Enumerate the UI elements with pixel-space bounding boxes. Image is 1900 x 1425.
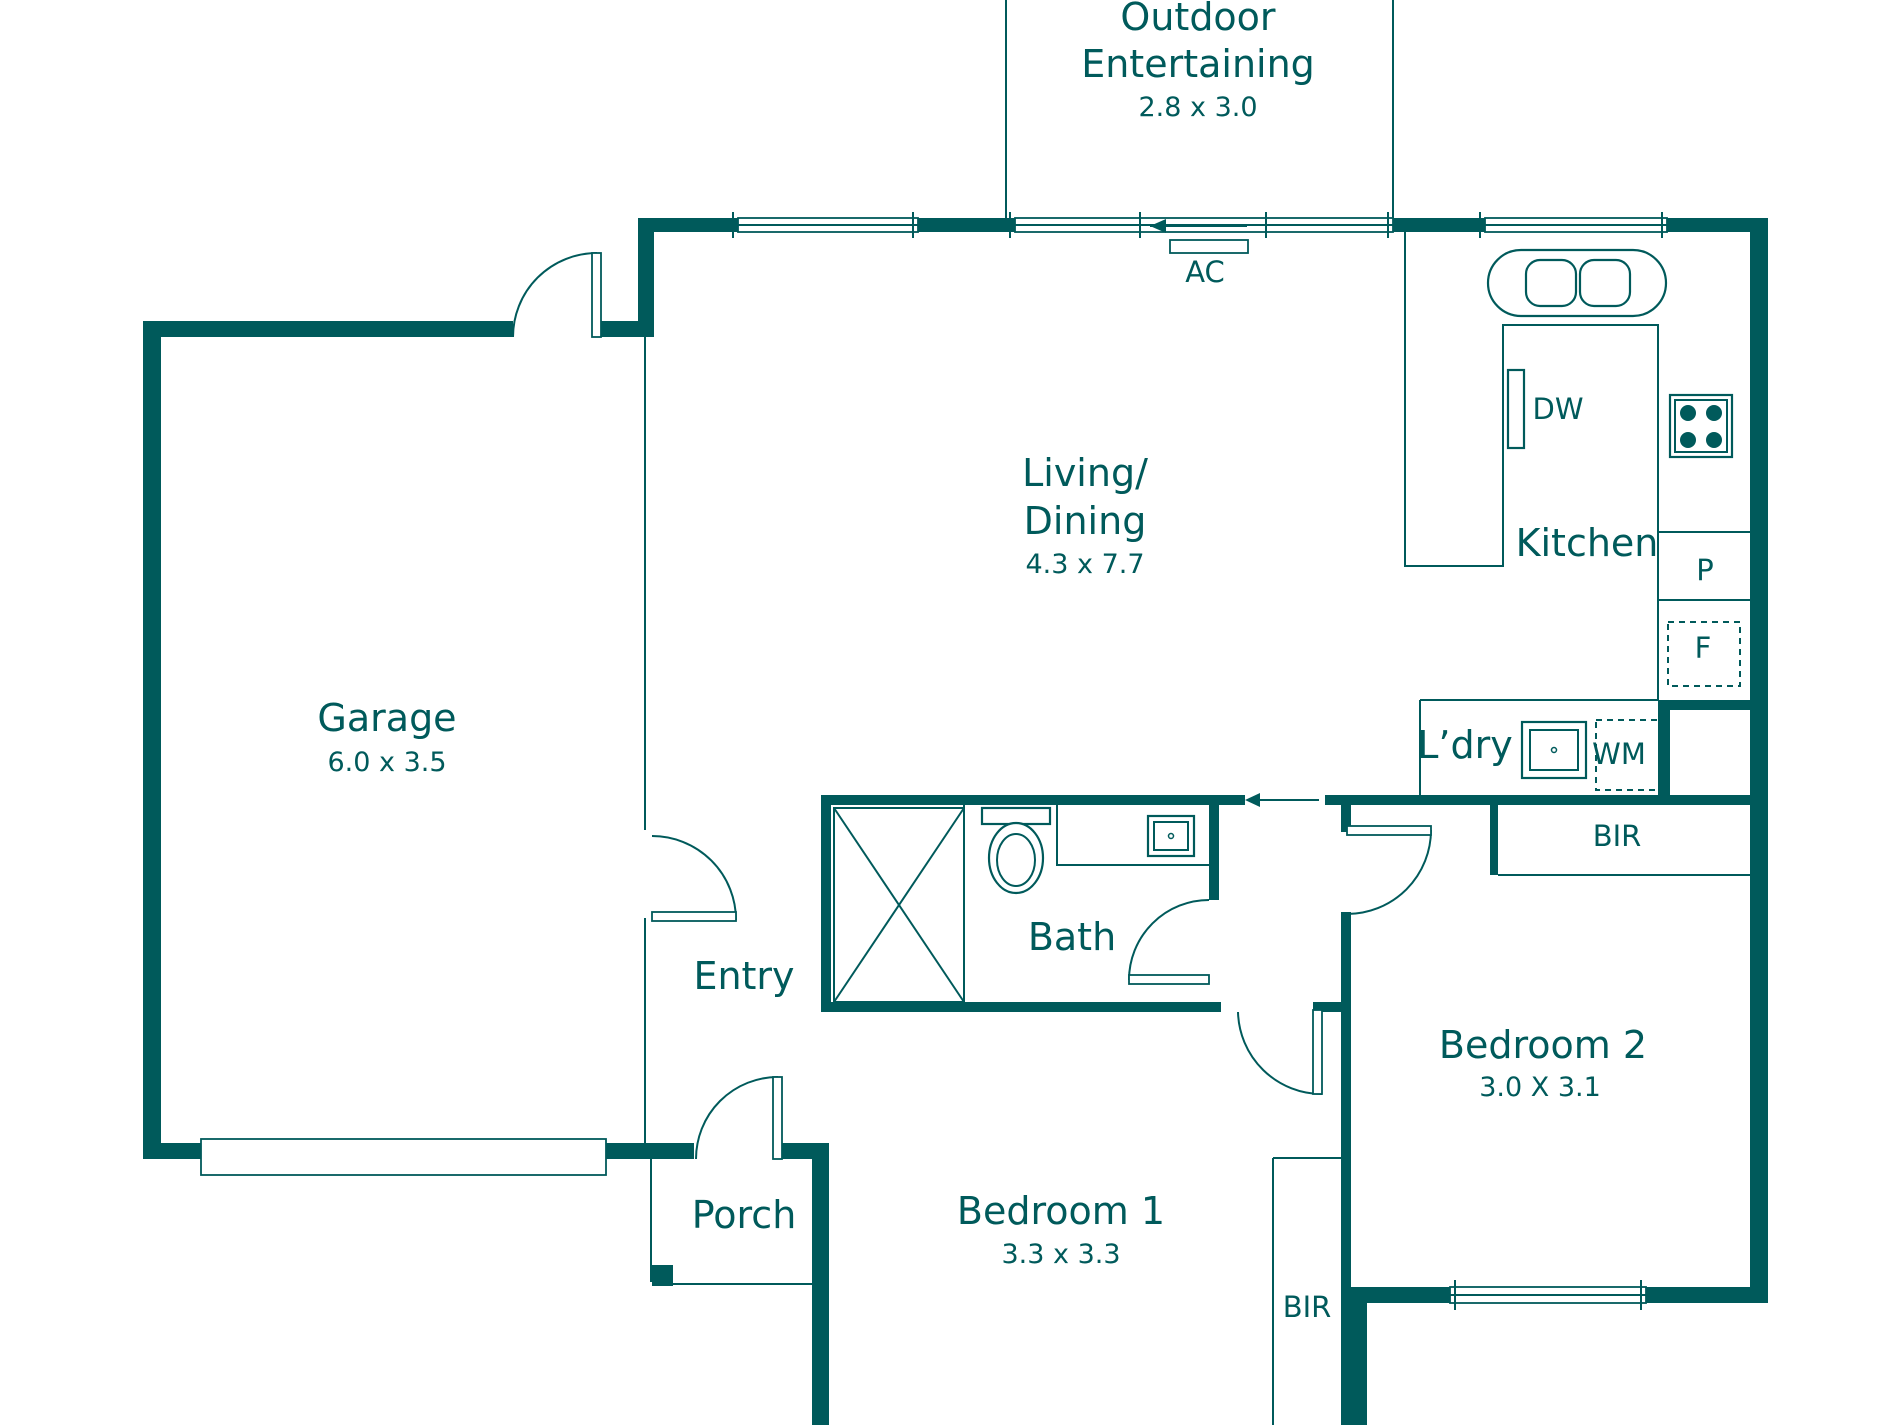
laundry-name: L’dry — [1417, 723, 1512, 767]
window-kitchen — [1479, 212, 1668, 238]
labels: Outdoor Entertaining 2.8 x 3.0 AC Living… — [317, 0, 1713, 1324]
door-swing-icon — [512, 252, 602, 338]
door-swing-icon — [1128, 899, 1210, 985]
porch-name: Porch — [692, 1193, 797, 1237]
garage-door — [200, 1138, 607, 1176]
pantry-label: P — [1696, 553, 1714, 587]
doors — [512, 252, 1432, 1160]
bedroom2-dims: 3.0 X 3.1 — [1479, 1072, 1601, 1103]
bir-bedroom2-label: BIR — [1593, 819, 1642, 853]
door-swing-icon — [1346, 825, 1432, 915]
window-bedroom2 — [1449, 1280, 1647, 1310]
entry-name: Entry — [693, 954, 794, 998]
ac-label: AC — [1185, 255, 1225, 289]
living-dims: 4.3 x 7.7 — [1025, 549, 1144, 580]
arrow-left-icon — [1245, 793, 1260, 807]
door-swing-icon — [1237, 1009, 1323, 1095]
living-name-1: Living/ — [1022, 451, 1148, 495]
washing-machine-space — [1595, 719, 1663, 791]
garage-name: Garage — [317, 696, 456, 740]
garage-dims: 6.0 x 3.5 — [327, 747, 446, 778]
fridge-space — [1667, 621, 1741, 687]
wm-label: WM — [1592, 737, 1646, 771]
door-swing-icon — [695, 1076, 783, 1160]
basin-icon — [1146, 814, 1196, 858]
window-living-top — [732, 212, 919, 238]
toilet-icon — [980, 806, 1052, 895]
living-name-2: Dining — [1024, 499, 1147, 543]
thin-walls — [644, 0, 1750, 1425]
bedroom1-name: Bedroom 1 — [957, 1189, 1165, 1233]
dishwasher-door — [1506, 368, 1526, 450]
fixtures — [833, 248, 1741, 1003]
bedroom1-dims: 3.3 x 3.3 — [1001, 1239, 1120, 1270]
shower-icon — [833, 807, 965, 1003]
bath-name: Bath — [1028, 915, 1116, 959]
bedroom2-name: Bedroom 2 — [1439, 1023, 1647, 1067]
outdoor-name-2: Entertaining — [1081, 42, 1315, 86]
cooktop-icon — [1668, 393, 1734, 459]
outdoor-dims: 2.8 x 3.0 — [1138, 92, 1257, 123]
double-sink-icon — [1486, 248, 1668, 318]
sliding-door-outdoor — [1009, 212, 1394, 254]
arrow-left-icon — [1150, 219, 1166, 233]
dw-label: DW — [1532, 392, 1583, 426]
walls — [143, 218, 1768, 1425]
bir-bedroom1-label: BIR — [1283, 1290, 1332, 1324]
fridge-label: F — [1695, 631, 1712, 665]
door-swing-icon — [651, 835, 737, 922]
kitchen-name: Kitchen — [1516, 521, 1659, 565]
laundry-tub-icon — [1520, 720, 1588, 780]
outdoor-name-1: Outdoor — [1120, 0, 1276, 39]
windows — [200, 212, 1668, 1310]
